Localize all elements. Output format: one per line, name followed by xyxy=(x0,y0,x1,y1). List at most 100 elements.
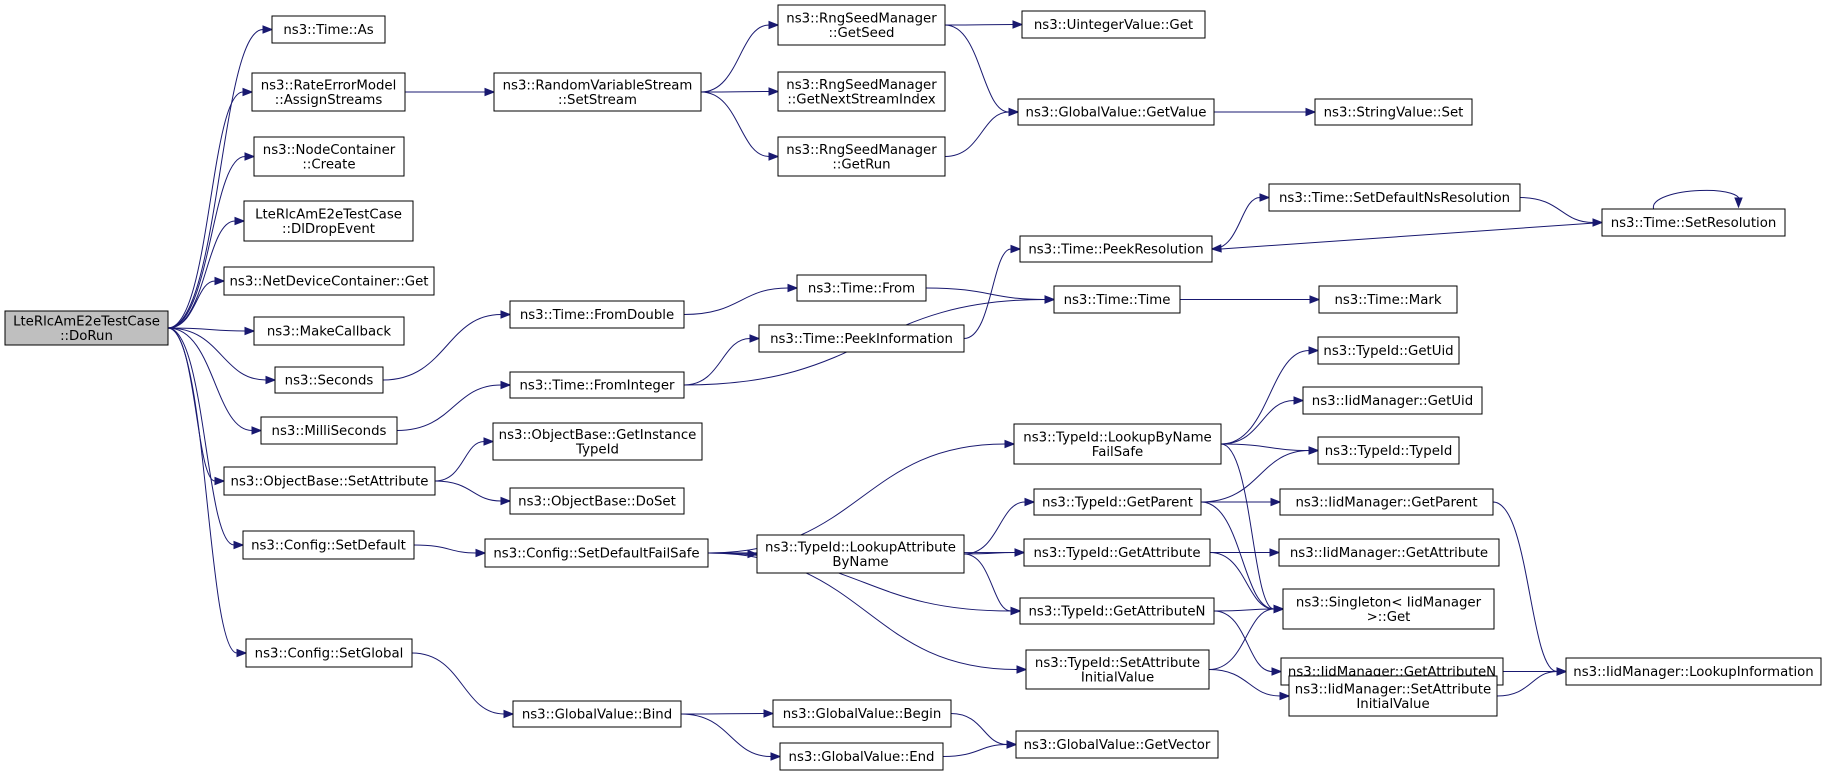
node-label: ns3::Time::Mark xyxy=(1334,293,1441,308)
edge-n9-to-n16 xyxy=(434,480,512,506)
edge-n31-to-n40 xyxy=(1220,346,1320,445)
edge-n29-to-n37 xyxy=(1211,193,1271,250)
edge-n11-to-n18 xyxy=(411,652,515,719)
graph-node[interactable]: ns3::MakeCallback xyxy=(253,316,405,346)
edge-n25-to-n36 xyxy=(950,713,1018,749)
graph-node[interactable]: ns3::Config::SetDefault xyxy=(242,530,415,560)
edge-n18-to-n25 xyxy=(680,709,775,718)
graph-node[interactable]: ns3::GlobalValue::GetValue xyxy=(1017,98,1215,126)
graph-node[interactable]: ns3::UintegerValue::Get xyxy=(1021,10,1206,39)
node-label: ns3::RateErrorModel xyxy=(261,78,397,93)
node-label: InitialValue xyxy=(1081,670,1154,685)
graph-node[interactable]: ns3::TypeId::TypeId xyxy=(1317,436,1460,465)
graph-node[interactable]: ns3::IidManager::LookupInformation xyxy=(1565,657,1822,686)
graph-node[interactable]: ns3::RandomVariableStream::SetStream xyxy=(493,72,702,112)
graph-node[interactable]: ns3::GlobalValue::GetVector xyxy=(1015,730,1219,759)
graph-node[interactable]: ns3::RateErrorModel::AssignStreams xyxy=(251,72,406,112)
graph-node[interactable]: ns3::IidManager::GetParent xyxy=(1279,488,1494,516)
graph-node[interactable]: ns3::RngSeedManager::GetRun xyxy=(777,136,946,177)
node-label: ns3::NetDeviceContainer::Get xyxy=(230,275,429,290)
graph-node[interactable]: ns3::Time::FromInteger xyxy=(509,371,685,399)
graph-node[interactable]: ns3::StringValue::Set xyxy=(1314,98,1473,126)
graph-node[interactable]: ns3::TypeId::GetParent xyxy=(1033,488,1202,516)
edge-n8-to-n14 xyxy=(396,380,512,431)
edge-n31-to-n42 xyxy=(1220,443,1320,455)
graph-node[interactable]: ns3::Singleton< IidManager >::Get xyxy=(1282,588,1495,630)
graph-node[interactable]: ns3::MilliSeconds xyxy=(260,416,398,445)
graph-node[interactable]: ns3::IidManager::SetAttributeInitialValu… xyxy=(1288,675,1498,717)
node-label: ::GetNextStreamIndex xyxy=(787,92,935,107)
graph-node[interactable]: ns3::TypeId::GetAttributeN xyxy=(1019,597,1215,625)
node-label: ::Create xyxy=(302,157,355,172)
graph-node[interactable]: ns3::Time::PeekResolution xyxy=(1019,235,1213,263)
node-label: ::DlDropEvent xyxy=(282,222,375,237)
edge-n32-to-n43 xyxy=(1201,497,1282,507)
graph-node[interactable]: ns3::Config::SetGlobal xyxy=(245,638,413,668)
graph-node[interactable]: ns3::NodeContainer::Create xyxy=(253,136,405,177)
edge-n32-to-n42 xyxy=(1200,446,1320,503)
edge-n28-to-n38 xyxy=(1214,107,1317,117)
node-label: ns3::Singleton< IidManager xyxy=(1296,595,1482,610)
edge-n26-to-n36 xyxy=(942,740,1018,757)
edge-n34-to-n46 xyxy=(1213,610,1283,676)
edge-n24-to-n32 xyxy=(963,497,1036,555)
graph-node[interactable]: ns3::RngSeedManager::GetSeed xyxy=(777,4,946,46)
graph-node[interactable]: ns3::Time::SetResolution xyxy=(1601,208,1786,237)
graph-node[interactable]: ns3::TypeId::GetAttribute xyxy=(1023,538,1211,567)
edge-root-to-n1 xyxy=(167,25,274,329)
node-label: ns3::TypeId::GetUid xyxy=(1323,344,1453,359)
node-label: ns3::IidManager::GetUid xyxy=(1312,394,1473,409)
edge-n23-to-n29 xyxy=(963,244,1022,339)
node-label: ns3::TypeId::LookupAttribute xyxy=(765,540,956,555)
graph-node[interactable]: ns3::Config::SetDefaultFailSafe xyxy=(484,538,709,568)
graph-node[interactable]: ns3::Time::PeekInformation xyxy=(758,324,965,353)
node-label: ns3::IidManager::LookupInformation xyxy=(1573,665,1813,680)
edge-n35-to-n45 xyxy=(1208,604,1285,670)
graph-node[interactable]: ns3::Time::FromDouble xyxy=(509,300,685,329)
node-label: ns3::IidManager::SetAttribute xyxy=(1295,682,1491,697)
graph-node[interactable]: ns3::NetDeviceContainer::Get xyxy=(223,266,435,296)
graph-node[interactable]: ns3::Time::Time xyxy=(1053,285,1181,314)
node-label: ::AssignStreams xyxy=(275,93,383,108)
node-label: ns3::RandomVariableStream xyxy=(503,78,693,93)
graph-node[interactable]: ns3::Time::Mark xyxy=(1318,285,1458,314)
graph-node[interactable]: ns3::GlobalValue::Bind xyxy=(512,700,682,728)
graph-node[interactable]: ns3::TypeId::GetUid xyxy=(1317,336,1460,365)
edge-root-to-n5 xyxy=(167,276,226,329)
node-label: ::DoRun xyxy=(60,329,113,344)
node-label: ns3::RngSeedManager xyxy=(786,11,937,26)
edge-n48-to-n48 xyxy=(1652,189,1743,210)
node-label: ns3::StringValue::Set xyxy=(1324,106,1464,121)
edge-n47-to-n49 xyxy=(1496,667,1568,697)
node-label: ns3::TypeId::GetAttributeN xyxy=(1029,605,1206,620)
graph-node[interactable]: ns3::Time::As xyxy=(271,15,386,44)
edge-n13-to-n22 xyxy=(683,283,799,315)
graph-node[interactable]: ns3::ObjectBase::SetAttribute xyxy=(223,466,436,496)
root-node[interactable]: LteRlcAmE2eTestCase::DoRun xyxy=(4,310,169,346)
node-label: ns3::Config::SetGlobal xyxy=(255,647,404,662)
node-label: ns3::RngSeedManager xyxy=(786,78,937,93)
graph-node[interactable]: ns3::IidManager::GetAttribute xyxy=(1278,538,1500,567)
graph-node[interactable]: ns3::Seconds xyxy=(274,366,384,394)
edge-n12-to-n20 xyxy=(700,87,780,96)
node-label: ns3::Time::FromInteger xyxy=(519,379,675,394)
graph-node[interactable]: ns3::GlobalValue::Begin xyxy=(772,699,952,728)
graph-node[interactable]: ns3::IidManager::GetUid xyxy=(1302,386,1483,415)
edge-n30-to-n39 xyxy=(1180,295,1321,304)
graph-node[interactable]: ns3::GlobalValue::End xyxy=(779,742,944,771)
node-label: ns3::Time::Time xyxy=(1064,293,1171,308)
edge-n31-to-n41 xyxy=(1220,396,1305,445)
node-label: ns3::Time::As xyxy=(283,23,373,38)
graph-node[interactable]: ns3::Time::SetDefaultNsResolution xyxy=(1268,183,1521,212)
graph-node[interactable]: ns3::Time::From xyxy=(796,274,927,302)
node-label: ns3::TypeId::LookupByName xyxy=(1023,430,1211,445)
graph-node[interactable]: ns3::ObjectBase::DoSet xyxy=(509,487,685,515)
graph-node[interactable]: ns3::RngSeedManager::GetNextStreamIndex xyxy=(777,71,946,112)
graph-node[interactable]: LteRlcAmE2eTestCase::DlDropEvent xyxy=(243,200,414,242)
node-label: ::GetRun xyxy=(832,157,890,172)
